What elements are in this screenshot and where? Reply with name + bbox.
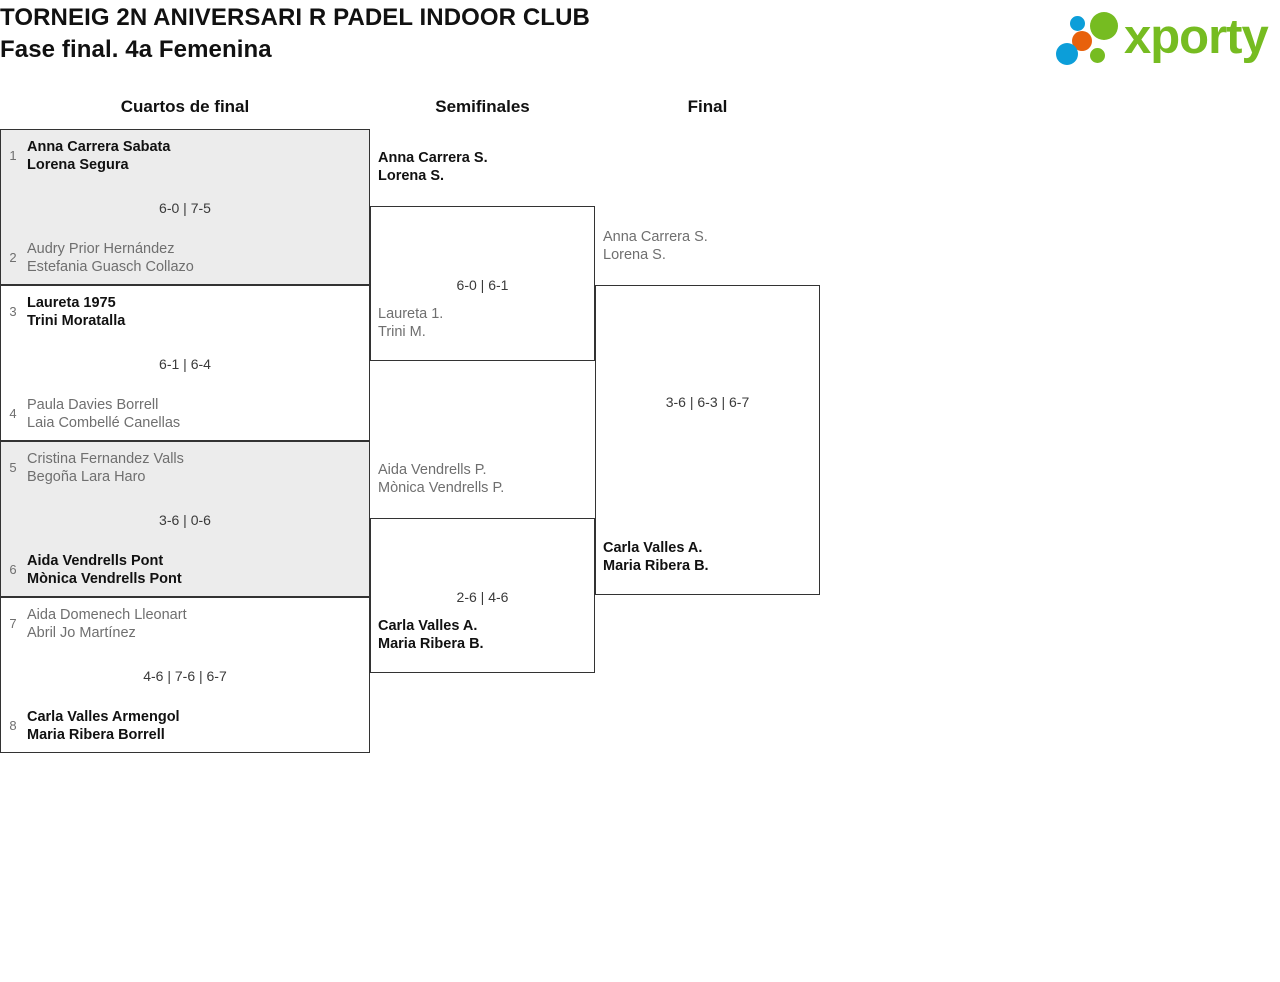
team-slot[interactable]: 8 Carla Valles Armengol Maria Ribera Bor… — [1, 708, 369, 744]
match-quarterfinal-1[interactable]: 1 Anna Carrera Sabata Lorena Segura 6-0 … — [0, 129, 370, 285]
player-name: Aida Vendrells P. — [378, 462, 487, 478]
player-name: Mònica Vendrells P. — [378, 480, 505, 496]
team-slot[interactable]: 3 Laureta 1975 Trini Moratalla — [1, 294, 369, 330]
match-score: 2-6 | 4-6 — [456, 589, 509, 605]
player-name: Anna Carrera S. — [603, 229, 708, 245]
match-score: 6-1 | 6-4 — [159, 356, 211, 372]
player-name: Maria Ribera Borrell — [27, 727, 165, 743]
team-slot[interactable]: 1 Anna Carrera Sabata Lorena Segura — [1, 138, 369, 174]
seed-number: 7 — [9, 616, 17, 631]
seed-number: 5 — [9, 460, 17, 475]
match-quarterfinal-4[interactable]: 7 Aida Domenech Lleonart Abril Jo Martín… — [0, 597, 370, 753]
team-slot[interactable]: Carla Valles A. Maria Ribera B. — [603, 539, 709, 575]
round-header-final: Final — [687, 97, 728, 116]
match-quarterfinal-3[interactable]: 5 Cristina Fernandez Valls Begoña Lara H… — [0, 441, 370, 597]
logo-dot-blue-small-icon — [1070, 16, 1085, 31]
player-name: Cristina Fernandez Valls — [27, 451, 184, 467]
match-score: 3-6 | 0-6 — [159, 512, 211, 528]
seed-number: 2 — [9, 250, 17, 265]
player-name: Trini M. — [378, 324, 426, 340]
player-name: Maria Ribera B. — [378, 636, 484, 652]
match-semifinal-1[interactable]: Anna Carrera S. Lorena S. 6-0 | 6-1 Laur… — [370, 150, 595, 361]
player-name: Carla Valles A. — [378, 618, 478, 634]
player-name: Aida Vendrells Pont — [27, 553, 164, 569]
player-name: Estefania Guasch Collazo — [27, 259, 194, 275]
team-slot[interactable]: Anna Carrera S. Lorena S. — [603, 228, 708, 264]
logo-dot-blue-large-icon — [1056, 43, 1078, 65]
team-slot[interactable]: Carla Valles A. Maria Ribera B. — [378, 617, 484, 653]
match-score: 4-6 | 7-6 | 6-7 — [143, 668, 227, 684]
tournament-name: TORNEIG 2N ANIVERSARI R PADEL INDOOR CLU… — [0, 4, 590, 31]
player-name: Laureta 1. — [378, 306, 444, 322]
round-header-semifinals: Semifinales — [435, 97, 530, 116]
player-name: Carla Valles Armengol — [27, 709, 180, 725]
team-slot[interactable]: 5 Cristina Fernandez Valls Begoña Lara H… — [1, 450, 369, 486]
team-slot[interactable]: 7 Aida Domenech Lleonart Abril Jo Martín… — [1, 606, 369, 642]
player-name: Trini Moratalla — [27, 313, 126, 329]
player-name: Mònica Vendrells Pont — [27, 571, 182, 587]
player-name: Paula Davies Borrell — [27, 397, 159, 413]
player-name: Anna Carrera S. — [378, 150, 488, 166]
team-slot[interactable]: Anna Carrera S. Lorena S. — [378, 149, 488, 185]
team-slot[interactable]: 2 Audry Prior Hernández Estefania Guasch… — [1, 240, 369, 276]
player-name: Lorena S. — [603, 247, 666, 263]
match-score: 6-0 | 6-1 — [456, 277, 509, 293]
logo-dot-orange-icon — [1072, 31, 1092, 51]
match-semifinal-2[interactable]: Aida Vendrells P. Mònica Vendrells P. 2-… — [370, 462, 595, 673]
player-name: Aida Domenech Lleonart — [27, 607, 187, 623]
player-name: Anna Carrera Sabata — [27, 139, 171, 155]
logo-wordmark: xporty — [1124, 10, 1269, 64]
logo-dot-green-small-icon — [1090, 48, 1105, 63]
team-slot[interactable]: Laureta 1. Trini M. — [378, 305, 443, 341]
match-final[interactable]: Anna Carrera S. Lorena S. 3-6 | 6-3 | 6-… — [595, 229, 820, 595]
team-slot[interactable]: 4 Paula Davies Borrell Laia Combellé Can… — [1, 396, 369, 432]
player-name: Laia Combellé Canellas — [27, 415, 181, 431]
seed-number: 4 — [9, 406, 17, 421]
seed-number: 3 — [9, 304, 17, 319]
player-name: Maria Ribera B. — [603, 558, 709, 574]
player-name: Lorena Segura — [27, 157, 129, 173]
player-name: Begoña Lara Haro — [27, 469, 146, 485]
match-score: 3-6 | 6-3 | 6-7 — [665, 394, 750, 410]
team-slot[interactable]: Aida Vendrells P. Mònica Vendrells P. — [378, 461, 504, 497]
match-quarterfinal-2[interactable]: 3 Laureta 1975 Trini Moratalla 6-1 | 6-4… — [0, 285, 370, 441]
seed-number: 8 — [9, 718, 17, 733]
tournament-title-block: TORNEIG 2N ANIVERSARI R PADEL INDOOR CLU… — [0, 2, 590, 66]
seed-number: 6 — [9, 562, 17, 577]
seed-number: 1 — [9, 148, 17, 163]
player-name: Abril Jo Martínez — [27, 625, 136, 641]
xporty-logo[interactable]: xporty — [1042, 8, 1274, 68]
team-slot[interactable]: 6 Aida Vendrells Pont Mònica Vendrells P… — [1, 552, 369, 588]
player-name: Audry Prior Hernández — [27, 241, 175, 257]
logo-dots-icon — [1056, 12, 1120, 66]
logo-dot-green-large-icon — [1090, 12, 1118, 40]
page-header: TORNEIG 2N ANIVERSARI R PADEL INDOOR CLU… — [0, 0, 1280, 78]
match-score: 6-0 | 7-5 — [159, 200, 211, 216]
tournament-phase: Fase final. 4a Femenina — [0, 36, 272, 63]
player-name: Laureta 1975 — [27, 295, 116, 311]
player-name: Lorena S. — [378, 168, 445, 184]
player-name: Carla Valles A. — [603, 540, 703, 556]
round-header-quarterfinals: Cuartos de final — [120, 97, 250, 116]
